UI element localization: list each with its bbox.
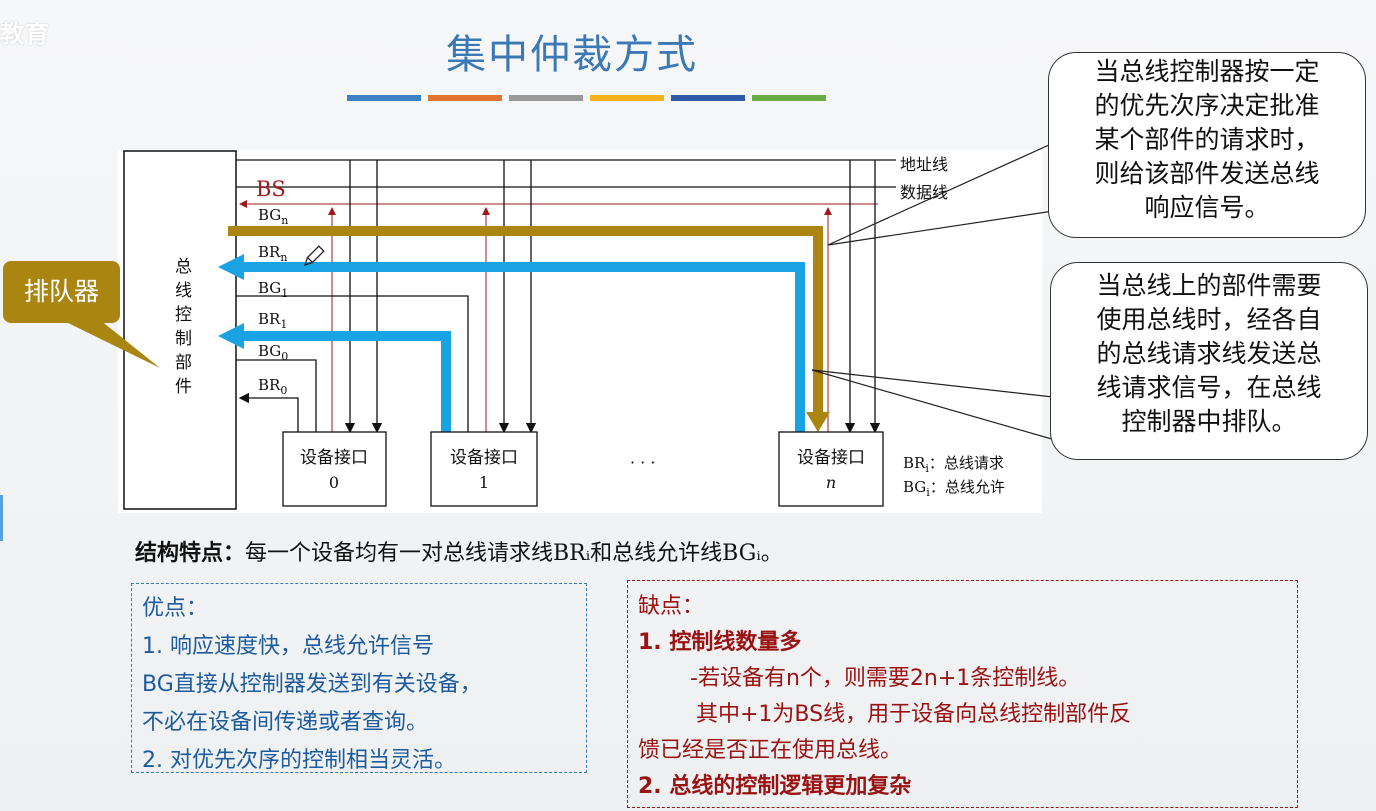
signal-label-br0: BR0 [258, 376, 287, 397]
cons-item-2: 2. 总线的控制逻辑更加复杂 [638, 774, 912, 799]
left-edge-marker [0, 495, 3, 541]
signal-labels: BGn BRn BG1 BR1 BG0 BR0 [258, 206, 288, 397]
pencil-icon [304, 245, 325, 266]
device-label: 设备接口 [797, 448, 865, 468]
signal-label-bgn: BGn [258, 206, 288, 227]
device-index: 0 [329, 473, 339, 492]
controller-char: 线 [175, 281, 192, 301]
callout-line: 控制器中排队。 [1121, 407, 1297, 436]
legend-br: BRi：总线请求 [903, 454, 1004, 475]
callout-line: 某个部件的请求时， [1094, 125, 1320, 154]
cons-title: 缺点： [638, 594, 705, 619]
accent-bar-6 [752, 95, 826, 101]
advantages-box: 优点： 1. 响应速度快，总线允许信号 BG直接从控制器发送到有关设备， 不必在… [131, 583, 587, 773]
pros-line: 不必在设备间传递或者查询。 [142, 710, 429, 735]
bs-label: BS [256, 177, 286, 201]
page-title: 集中仲裁方式 [446, 32, 698, 78]
structure-feature: 结构特点：每一个设备均有一对总线请求线BRᵢ和总线允许线BGᵢ。 [135, 535, 783, 567]
queue-label: 排队器 [3, 261, 120, 323]
legend-bg: BGi：总线允许 [903, 478, 1005, 499]
brn-arrowhead [218, 254, 244, 280]
br1-thick-line [242, 331, 451, 432]
controller-char: 控 [175, 305, 192, 325]
request-callout: 当总线上的部件需要 使用总线时，经各自 的总线请求线发送总 线请求信号，在总线 … [1050, 262, 1368, 460]
cons-sub-2: 其中+1为BS线，用于设备向总线控制部件反 [696, 702, 1132, 727]
signal-label-bg0: BG0 [258, 342, 288, 363]
device-index: n [826, 473, 836, 492]
br0-line [238, 392, 299, 432]
feature-label: 结构特点： [135, 540, 246, 566]
callout-line: 响应信号。 [1144, 193, 1270, 222]
controller-label: 总 线 控 制 部 件 [175, 257, 192, 397]
accent-bar-2 [428, 95, 502, 101]
bg1-line [236, 295, 469, 432]
br1-arrowhead [218, 323, 244, 349]
accent-bar-4 [590, 95, 664, 101]
address-line-label: 地址线 [900, 155, 948, 174]
disadvantages-box: 缺点： 1. 控制线数量多 -若设备有n个，则需要2n+1条控制线。 其中+1为… [627, 580, 1298, 808]
pros-title: 优点： [142, 596, 209, 621]
cons-sub-3: 馈已经是否正在使用总线。 [638, 738, 903, 763]
bgn-thick-line [228, 226, 823, 418]
device-label: 设备接口 [300, 448, 368, 468]
arbitration-diagram: 总 线 控 制 部 件 地址线 数据线 BS [118, 150, 1042, 513]
signal-label-brn: BRn [258, 243, 287, 264]
signal-label-br1: BR1 [258, 310, 287, 331]
callout-line: 的优先次序决定批准 [1094, 91, 1320, 120]
accent-bar-3 [509, 95, 583, 101]
device-box-n: 设备接口 n [778, 431, 884, 507]
callout-line: 当总线控制器按一定 [1094, 57, 1320, 86]
callout-line: 的总线请求线发送总 [1096, 339, 1322, 368]
feature-text: 每一个设备均有一对总线请求线BRᵢ和总线允许线BGᵢ。 [245, 541, 783, 566]
callout-line: 线请求信号，在总线 [1096, 373, 1322, 402]
brn-thick-line [242, 262, 805, 432]
data-line-label: 数据线 [900, 183, 948, 202]
device-index: 1 [479, 473, 489, 492]
grant-callout: 当总线控制器按一定 的优先次序决定批准 某个部件的请求时， 则给该部件发送总线 … [1048, 52, 1366, 238]
ellipsis: · · · [630, 453, 655, 472]
pros-line: 2. 对优先次序的控制相当灵活。 [142, 748, 456, 773]
title-accent-bars [347, 95, 826, 101]
cons-sub-1: -若设备有n个，则需要2n+1条控制线。 [690, 666, 1081, 691]
controller-char: 件 [175, 377, 192, 397]
accent-bar-1 [347, 95, 421, 101]
signal-legend: BRi：总线请求 BGi：总线允许 [903, 454, 1005, 499]
accent-bar-5 [671, 95, 745, 101]
bs-taps [328, 207, 832, 432]
queue-pointer [62, 320, 160, 368]
signal-label-bg1: BG1 [258, 279, 288, 300]
pros-line: 1. 响应速度快，总线允许信号 [142, 634, 434, 659]
cons-item-1: 1. 控制线数量多 [638, 630, 802, 655]
device-box-0: 设备接口 0 [282, 431, 387, 507]
callout-line: 使用总线时，经各自 [1096, 305, 1322, 334]
pros-line: BG直接从控制器发送到有关设备， [142, 672, 482, 697]
callout-line: 当总线上的部件需要 [1096, 271, 1322, 300]
bgn-arrowhead [806, 412, 830, 432]
controller-char: 总 [175, 257, 192, 277]
callout-line: 则给该部件发送总线 [1094, 159, 1320, 188]
device-box-1: 设备接口 1 [430, 431, 538, 507]
controller-char: 部 [175, 353, 192, 373]
controller-box [123, 150, 237, 510]
bg0-line [236, 359, 317, 432]
device-label: 设备接口 [450, 448, 518, 468]
controller-char: 制 [175, 329, 192, 349]
watermark: 教育 [0, 20, 50, 48]
